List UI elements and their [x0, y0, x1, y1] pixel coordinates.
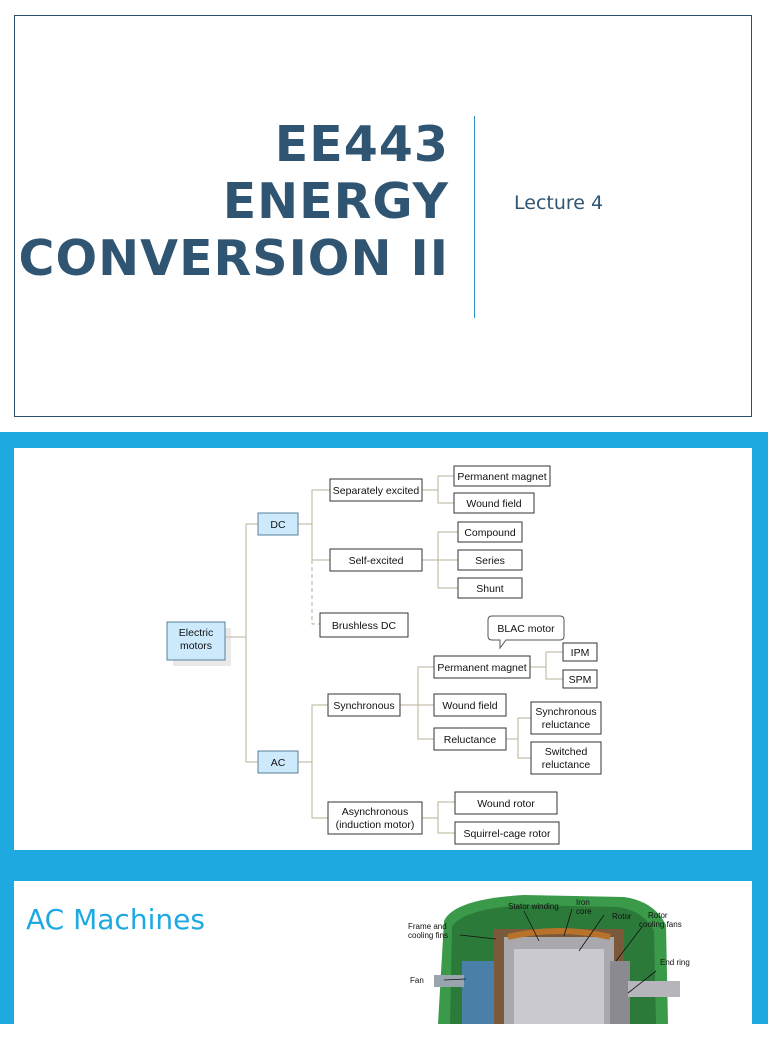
node-switched-reluctance: Switched reluctance: [530, 741, 602, 775]
title-divider: [474, 116, 475, 318]
node-reluctance: Reluctance: [433, 727, 507, 751]
node-synchronous: Synchronous: [327, 693, 401, 717]
svg-text:Fan: Fan: [410, 976, 424, 985]
node-brushless-dc: Brushless DC: [319, 612, 409, 638]
svg-text:Separately excited: Separately excited: [333, 485, 420, 497]
node-separately-excited: Separately excited: [329, 478, 423, 502]
node-spm: SPM: [562, 669, 598, 689]
motor-illustration: [434, 895, 680, 1024]
figure-leader-lines: [443, 908, 657, 994]
svg-text:AC: AC: [271, 757, 286, 769]
svg-text:reluctance: reluctance: [542, 759, 591, 771]
svg-text:(induction motor): (induction motor): [336, 819, 415, 831]
svg-text:cooling fins: cooling fins: [408, 931, 448, 940]
node-series: Series: [457, 549, 523, 571]
svg-text:Asynchronous: Asynchronous: [342, 806, 409, 818]
svg-text:Squirrel-cage rotor: Squirrel-cage rotor: [464, 828, 551, 840]
node-wound-field-dc: Wound field: [453, 492, 535, 514]
svg-text:Electric: Electric: [179, 627, 213, 639]
svg-text:Stator winding: Stator winding: [508, 902, 559, 911]
slide-subtitle: Lecture 4: [514, 192, 604, 214]
svg-text:Rotor: Rotor: [612, 912, 632, 921]
title-line-energy: ENERGY: [222, 173, 449, 230]
node-wound-field-ac: Wound field: [433, 693, 507, 717]
node-permanent-magnet-ac: Permanent magnet: [433, 655, 531, 679]
svg-text:Synchronous: Synchronous: [535, 706, 596, 718]
slide-title-ac-machines: AC Machines: [26, 903, 205, 936]
svg-text:Permanent magnet: Permanent magnet: [437, 662, 526, 674]
svg-text:SPM: SPM: [569, 674, 592, 686]
svg-text:Series: Series: [475, 555, 505, 567]
node-squirrel-cage-rotor: Squirrel-cage rotor: [454, 821, 560, 845]
svg-text:IPM: IPM: [571, 647, 590, 659]
motor-classification-diagram: Electric motors DC AC Separately excited…: [166, 465, 602, 845]
node-ac: AC: [257, 750, 299, 774]
svg-text:cooling fans: cooling fans: [639, 920, 682, 929]
svg-text:Self-excited: Self-excited: [349, 555, 404, 567]
node-compound: Compound: [457, 521, 523, 543]
motor-classification-slide: Electric motors DC AC Separately excited…: [14, 448, 752, 850]
svg-text:Permanent magnet: Permanent magnet: [457, 471, 546, 483]
title-slide: EE443 ENERGY CONVERSION II Lecture 4: [14, 15, 752, 417]
induction-motor-cutaway-image: Stator winding Iron core Rotor Rotor coo…: [408, 895, 690, 1024]
svg-text:Reluctance: Reluctance: [444, 734, 497, 746]
node-shunt: Shunt: [457, 577, 523, 599]
node-ipm: IPM: [562, 642, 598, 662]
slide-2-frame: Electric motors DC AC Separately excited…: [0, 432, 768, 864]
svg-text:core: core: [576, 907, 592, 916]
svg-text:motors: motors: [180, 640, 212, 652]
svg-text:BLAC motor: BLAC motor: [497, 623, 555, 635]
slide-3-frame: AC Machines: [0, 864, 768, 1041]
svg-text:Compound: Compound: [464, 527, 516, 539]
svg-text:reluctance: reluctance: [542, 719, 591, 731]
ac-machines-slide: AC Machines: [14, 881, 752, 1041]
svg-text:Wound field: Wound field: [442, 700, 497, 712]
node-permanent-magnet-dc: Permanent magnet: [453, 465, 551, 487]
diagram-connectors: [226, 475, 563, 834]
svg-text:End ring: End ring: [660, 958, 690, 967]
slide-title: EE443 ENERGY CONVERSION II: [19, 116, 449, 287]
node-asynchronous: Asynchronous (induction motor): [327, 801, 423, 835]
node-electric-motors: Electric motors: [166, 621, 231, 666]
svg-text:Frame and: Frame and: [408, 922, 447, 931]
svg-text:Wound field: Wound field: [466, 498, 521, 510]
svg-text:Brushless DC: Brushless DC: [332, 620, 397, 632]
svg-text:Synchronous: Synchronous: [333, 700, 394, 712]
node-self-excited: Self-excited: [329, 548, 423, 572]
node-dc: DC: [257, 512, 299, 536]
node-synchronous-reluctance: Synchronous reluctance: [530, 701, 602, 735]
svg-text:Switched: Switched: [545, 746, 588, 758]
title-line-course: EE443: [274, 116, 449, 173]
svg-text:DC: DC: [270, 519, 286, 531]
svg-text:Wound rotor: Wound rotor: [477, 798, 535, 810]
node-wound-rotor: Wound rotor: [454, 791, 558, 815]
node-blac-motor-callout: BLAC motor: [487, 615, 565, 650]
svg-text:Rotor: Rotor: [648, 911, 668, 920]
svg-text:Shunt: Shunt: [476, 583, 504, 595]
svg-text:Iron: Iron: [576, 898, 590, 907]
title-line-conversion: CONVERSION II: [18, 230, 449, 287]
